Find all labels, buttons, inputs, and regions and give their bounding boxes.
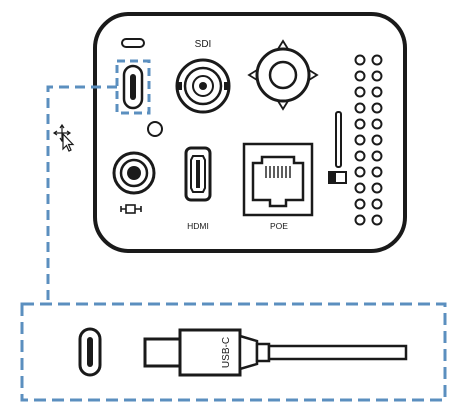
arrow-up-icon	[277, 39, 289, 50]
poe-ethernet-port	[242, 142, 314, 217]
camera-usb-c-port	[115, 59, 151, 115]
usb-c-port-highlight-box	[115, 59, 151, 115]
reset-button	[147, 121, 163, 137]
status-led	[121, 38, 145, 48]
audio-jack	[112, 151, 156, 195]
vent-holes	[354, 54, 383, 226]
usb-c-cable-highlight-box	[20, 302, 447, 402]
tf-card-slot	[335, 111, 342, 168]
camera-rear-panel	[93, 12, 407, 253]
arrow-left-icon	[247, 69, 258, 81]
toggle-switch	[328, 171, 347, 184]
move-cursor-icon	[52, 123, 75, 152]
hdmi-port	[184, 146, 212, 202]
arrow-down-icon	[277, 100, 289, 111]
navigation-joystick	[247, 39, 319, 111]
sdi-connector	[175, 58, 231, 114]
usb-c-connector-end	[78, 327, 102, 377]
poe-label: POE	[270, 221, 288, 231]
connection-dashed-line	[46, 85, 117, 304]
usb-c-cable	[143, 328, 408, 377]
hdmi-label: HDMI	[187, 221, 209, 231]
sdi-label: SDI	[195, 39, 212, 50]
arrow-right-icon	[308, 69, 319, 81]
audio-jack-icon	[120, 204, 142, 214]
usb-c-label: USB-C	[221, 337, 232, 368]
